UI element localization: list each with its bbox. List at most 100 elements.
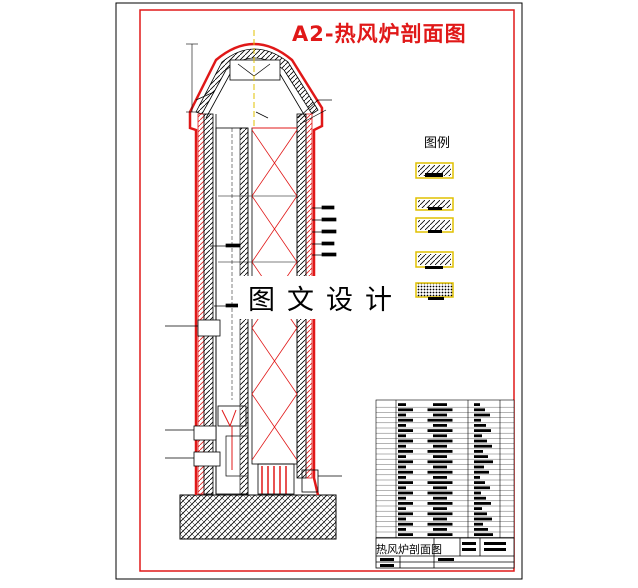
table-cell-mark — [398, 455, 406, 458]
table-cell-mark — [398, 460, 413, 464]
table-cell-mark — [474, 413, 490, 417]
table-cell-mark — [427, 450, 453, 453]
leader-lines-right — [255, 99, 337, 257]
top-box — [229, 59, 281, 81]
legend-swatches — [415, 162, 454, 300]
table-cell-mark — [398, 528, 406, 531]
table-cell-mark — [474, 429, 491, 432]
title-block — [375, 537, 515, 569]
table-cell-mark — [398, 403, 406, 406]
table-cell-mark — [427, 533, 453, 536]
outer-frame — [115, 2, 523, 580]
table-cell-mark — [427, 429, 453, 432]
table-cell-mark — [433, 413, 447, 417]
table-cell-mark — [427, 522, 453, 526]
table-cell-mark — [398, 429, 413, 432]
side-nozzle-right — [301, 469, 319, 493]
table-cell-mark — [427, 460, 453, 464]
watermark-text: 图文设计 — [238, 276, 414, 319]
table-cell-mark — [474, 512, 487, 516]
table-cell-mark — [398, 486, 406, 490]
table-cell-mark — [427, 408, 453, 412]
table-cell-mark — [398, 424, 406, 427]
table-cell-mark — [474, 476, 480, 479]
table-cell-mark — [474, 450, 483, 453]
table-cell-mark — [427, 491, 453, 495]
drawing-border — [139, 9, 515, 572]
table-cell-mark — [433, 403, 447, 406]
table-cell-mark — [398, 450, 413, 453]
table-cell-mark — [433, 434, 447, 438]
table-cell-mark — [474, 522, 483, 526]
table-cell-mark — [474, 408, 485, 412]
table-cell-mark — [427, 512, 453, 516]
table-cell-mark — [474, 507, 482, 510]
leader-lines-left — [195, 91, 241, 308]
table-cell-mark — [474, 403, 480, 406]
table-cell-mark — [433, 476, 447, 479]
table-cell-mark — [398, 507, 406, 510]
table-cell-mark — [433, 507, 447, 510]
side-nozzles-left — [165, 319, 221, 467]
table-cell-mark — [474, 418, 481, 422]
table-cell-mark — [474, 455, 488, 458]
table-cell-mark — [474, 465, 484, 469]
foundation — [179, 494, 337, 540]
table-cell-mark — [474, 460, 493, 464]
table-cell-mark — [398, 481, 413, 484]
table-cell-mark — [398, 439, 413, 443]
table-cell-mark — [427, 418, 453, 422]
table-rows — [376, 403, 514, 538]
table-cell-mark — [433, 517, 447, 521]
table-cell-mark — [398, 413, 406, 417]
table-cell-mark — [433, 496, 447, 500]
table-cell-mark — [474, 496, 486, 500]
table-cell-mark — [474, 470, 489, 474]
table-cell-mark — [433, 486, 447, 490]
table-cell-mark — [474, 444, 492, 448]
table-cell-mark — [398, 476, 406, 479]
table-cell-mark — [427, 470, 453, 474]
table-cell-mark — [398, 491, 413, 495]
table-cell-mark — [398, 408, 413, 412]
stove-section — [165, 30, 342, 540]
table-cell-mark — [427, 481, 453, 484]
table-cell-mark — [398, 434, 406, 438]
table-cell-mark — [474, 528, 488, 531]
dome-lining — [195, 48, 319, 115]
table-cell-mark — [398, 465, 406, 469]
table-cell-mark — [433, 455, 447, 458]
table-cell-mark — [474, 502, 491, 505]
outer-shell — [188, 42, 324, 496]
drawing-title: A2-热风炉剖面图 — [292, 22, 467, 46]
table-cell-mark — [398, 502, 413, 505]
table-cell-mark — [398, 517, 406, 521]
table-cell-mark — [474, 533, 493, 536]
table-cell-mark — [398, 533, 413, 536]
table-cell-mark — [427, 502, 453, 505]
table-cell-mark — [398, 470, 413, 474]
table-cell-mark — [398, 496, 406, 500]
table-cell-mark — [398, 512, 413, 516]
grate-bars — [261, 466, 287, 494]
table-cell-mark — [474, 486, 490, 490]
table-cell-mark — [398, 522, 413, 526]
table-cell-mark — [433, 465, 447, 469]
table-cell-mark — [427, 439, 453, 443]
table-cell-mark — [433, 424, 447, 427]
table-cell-mark — [474, 434, 482, 438]
table-cell-mark — [474, 424, 486, 427]
left-wall-lining — [203, 113, 214, 495]
table-cell-mark — [474, 439, 487, 443]
table-cell-mark — [398, 418, 413, 422]
title-block-drawing-name: 热风炉剖面图 — [376, 543, 442, 556]
table-cell-mark — [398, 444, 406, 448]
table-cell-mark — [433, 444, 447, 448]
table-cell-mark — [433, 528, 447, 531]
table-cell-mark — [474, 481, 485, 484]
table-cell-mark — [474, 491, 481, 495]
table-cell-mark — [474, 517, 492, 521]
legend-title: 图例 — [424, 136, 451, 151]
